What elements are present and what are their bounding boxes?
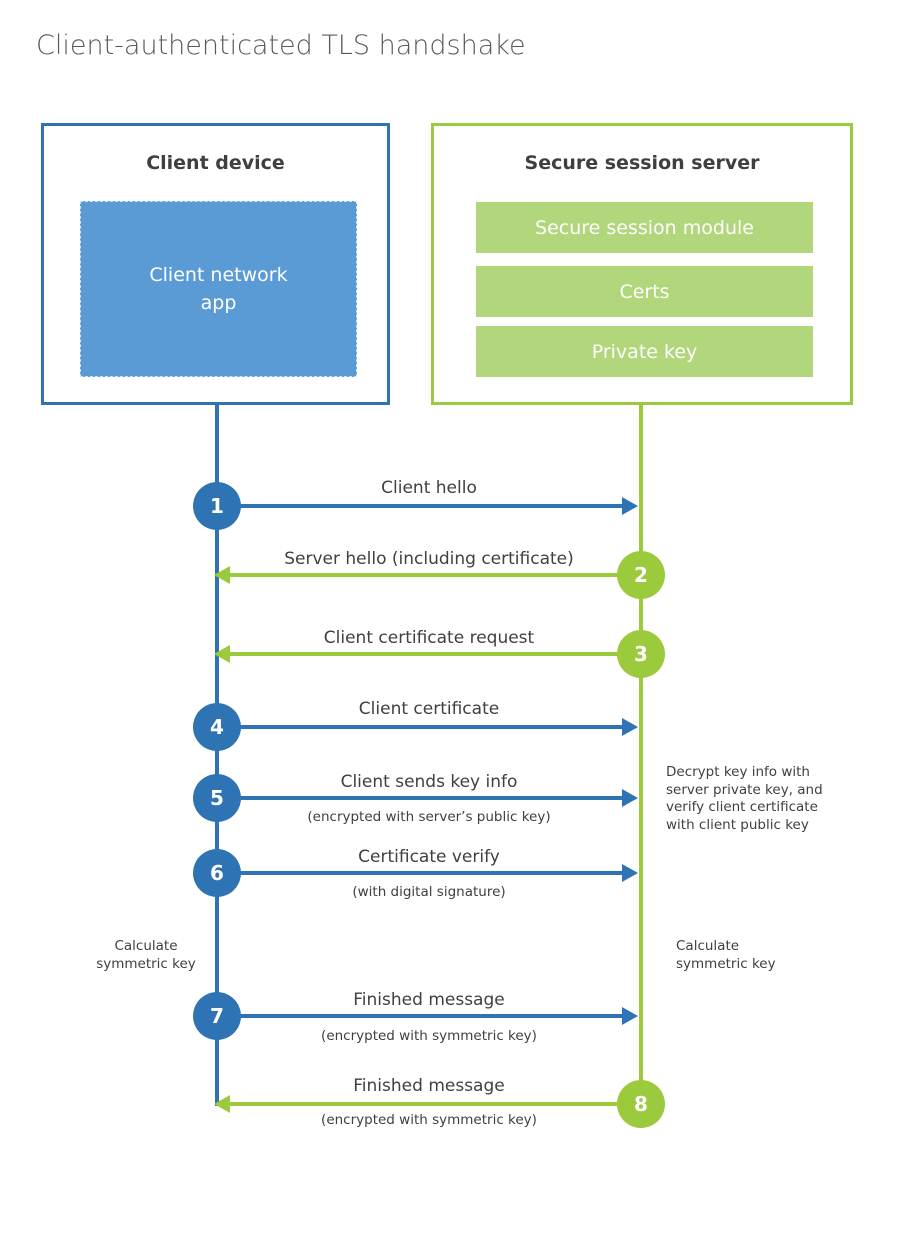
step-3-arrow xyxy=(214,645,640,663)
step-5-arrow xyxy=(218,789,638,807)
step-6-sublabel: (with digital signature) xyxy=(352,884,506,900)
arrow-shaft xyxy=(218,1014,624,1018)
step-5-label: Client sends key info xyxy=(340,772,518,792)
client-network-app-block: Client network app xyxy=(80,201,357,377)
decrypt-note: Decrypt key info with server private key… xyxy=(666,764,823,833)
step-8-circle: 8 xyxy=(617,1080,665,1128)
arrowhead-right-icon xyxy=(622,1007,638,1025)
arrowhead-right-icon xyxy=(622,864,638,882)
client-lifeline xyxy=(215,405,219,1106)
arrowhead-left-icon xyxy=(214,645,230,663)
arrow-shaft xyxy=(218,796,624,800)
step-7-circle: 7 xyxy=(193,992,241,1040)
step-1-arrow xyxy=(218,497,638,515)
step-1-label: Client hello xyxy=(381,478,477,498)
calculate-symmetric-key-note-server: Calculate symmetric key xyxy=(676,938,776,972)
arrowhead-left-icon xyxy=(214,566,230,584)
step-5-sublabel: (encrypted with server’s public key) xyxy=(307,809,551,825)
server-module-certs: Certs xyxy=(476,266,813,317)
step-4-label: Client certificate xyxy=(358,699,500,719)
step-8-sublabel: (encrypted with symmetric key) xyxy=(321,1112,537,1128)
step-5-circle: 5 xyxy=(193,774,241,822)
step-2-arrow xyxy=(214,566,640,584)
step-7-arrow xyxy=(218,1007,638,1025)
step-7-label: Finished message xyxy=(353,990,505,1010)
server-box: Secure session server Secure session mod… xyxy=(431,123,853,405)
arrow-shaft xyxy=(228,573,640,577)
client-device-box: Client device Client network app xyxy=(41,123,390,405)
client-device-title: Client device xyxy=(146,152,285,174)
arrow-shaft xyxy=(218,504,624,508)
arrowhead-right-icon xyxy=(622,789,638,807)
step-4-circle: 4 xyxy=(193,703,241,751)
step-2-label: Server hello (including certificate) xyxy=(284,549,574,569)
server-module-secure-session: Secure session module xyxy=(476,202,813,253)
page-title: Client-authenticated TLS handshake xyxy=(36,30,526,61)
arrow-shaft xyxy=(218,871,624,875)
step-3-label: Client certificate request xyxy=(323,628,535,648)
step-7-sublabel: (encrypted with symmetric key) xyxy=(321,1028,537,1044)
arrow-shaft xyxy=(218,725,624,729)
step-8-arrow xyxy=(214,1095,640,1113)
step-3-circle: 3 xyxy=(617,630,665,678)
step-6-circle: 6 xyxy=(193,849,241,897)
server-title: Secure session server xyxy=(524,152,760,174)
arrow-shaft xyxy=(228,652,640,656)
step-8-label: Finished message xyxy=(353,1076,505,1096)
step-4-arrow xyxy=(218,718,638,736)
arrow-shaft xyxy=(228,1102,640,1106)
step-2-circle: 2 xyxy=(617,551,665,599)
arrowhead-left-icon xyxy=(214,1095,230,1113)
step-6-label: Certificate verify xyxy=(358,847,500,867)
arrowhead-right-icon xyxy=(622,718,638,736)
server-lifeline xyxy=(639,405,643,1081)
step-1-circle: 1 xyxy=(193,482,241,530)
calculate-symmetric-key-note-client: Calculate symmetric key xyxy=(96,938,196,972)
server-module-private-key: Private key xyxy=(476,326,813,377)
step-6-arrow xyxy=(218,864,638,882)
arrowhead-right-icon xyxy=(622,497,638,515)
